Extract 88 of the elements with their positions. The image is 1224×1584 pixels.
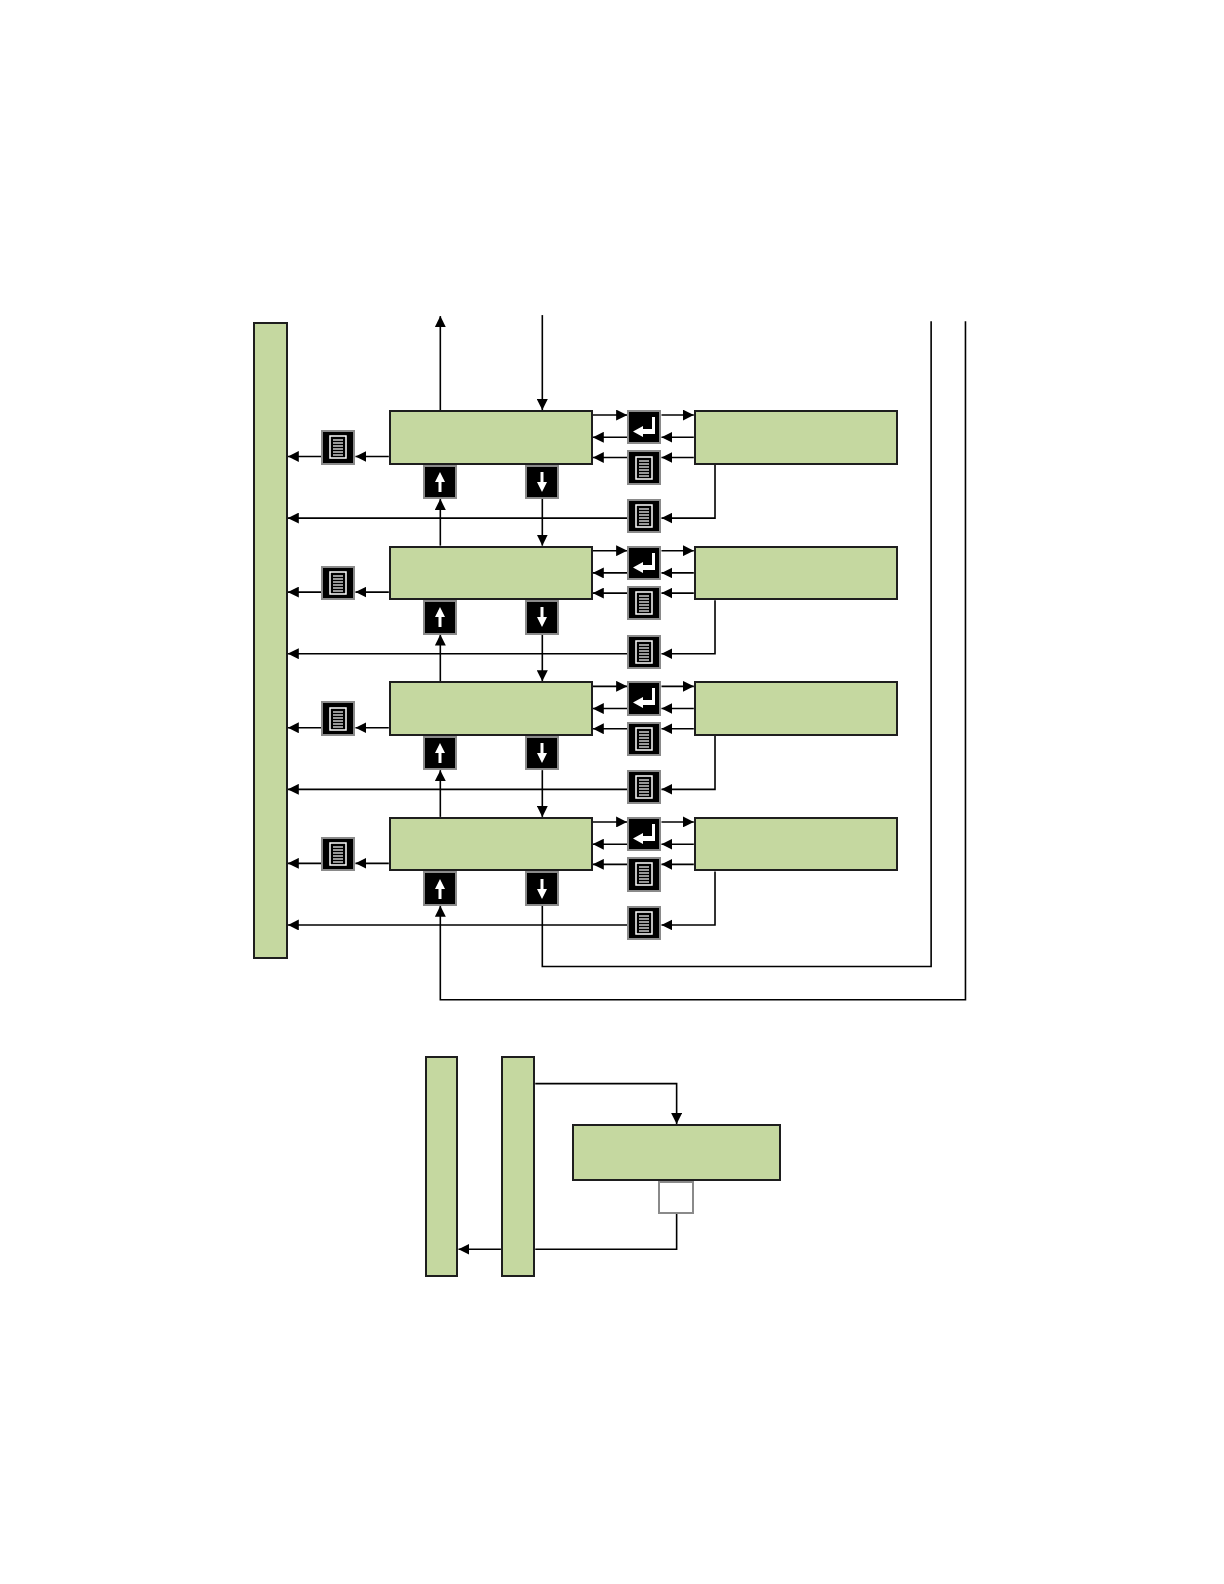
- screen-box: [693, 545, 898, 601]
- screen-box: [388, 410, 593, 465]
- arrow: [660, 703, 695, 715]
- key-button: [627, 721, 662, 756]
- arrow: [536, 498, 548, 547]
- arrow: [457, 1243, 502, 1255]
- key-button: [321, 430, 356, 465]
- menu-bar: [253, 322, 288, 960]
- arrow: [660, 545, 695, 557]
- arrow: [354, 451, 390, 462]
- arrow: [592, 431, 628, 443]
- arrow: [287, 857, 322, 869]
- arrow: [660, 567, 695, 579]
- key-button: [627, 586, 662, 621]
- key-button: [423, 871, 458, 906]
- arrow: [660, 870, 716, 931]
- screen-box: [388, 545, 593, 601]
- key-button: [627, 545, 662, 580]
- arrow: [592, 587, 628, 599]
- key-button: [627, 450, 662, 485]
- arrow: [660, 735, 716, 795]
- arrow: [536, 769, 548, 818]
- key-button: [627, 905, 662, 941]
- arrow: [592, 545, 628, 557]
- arrow: [660, 431, 695, 443]
- blank-key: [658, 1180, 694, 1214]
- screen-box: [571, 1124, 781, 1181]
- arrow: [660, 409, 695, 421]
- screen-box: [388, 681, 593, 736]
- arrow: [592, 409, 628, 421]
- key-button: [525, 735, 560, 771]
- screen-box: [388, 816, 593, 872]
- arrow: [287, 648, 628, 660]
- arrow: [536, 633, 548, 683]
- arrow: [660, 858, 695, 870]
- key-button: [627, 770, 662, 805]
- arrow: [592, 723, 628, 735]
- arrow: [354, 722, 390, 734]
- arrow: [287, 586, 322, 598]
- key-button: [627, 634, 662, 669]
- arrow: [592, 816, 628, 828]
- arrow: [660, 587, 695, 599]
- arrow: [536, 314, 548, 411]
- arrow: [287, 919, 628, 931]
- key-button: [321, 565, 356, 601]
- arrow: [287, 783, 628, 795]
- arrow: [660, 680, 695, 692]
- key-button: [423, 600, 458, 635]
- screen-box: [693, 681, 898, 736]
- arrow: [287, 722, 322, 734]
- arrow: [592, 703, 628, 715]
- arrow: [660, 723, 695, 735]
- arrow: [434, 315, 446, 411]
- arrow: [354, 586, 390, 598]
- arrow: [660, 816, 695, 828]
- arrow: [592, 567, 628, 579]
- arrow: [660, 838, 695, 850]
- menu-bar: [425, 1056, 459, 1277]
- key-button: [525, 464, 560, 499]
- arrow: [534, 1082, 683, 1125]
- key-button: [627, 681, 662, 716]
- arrow: [592, 858, 628, 870]
- arrow: [592, 680, 628, 692]
- arrow: [287, 451, 322, 462]
- key-button: [525, 600, 560, 635]
- key-button: [525, 871, 560, 906]
- key-button: [627, 857, 662, 892]
- key-button: [627, 498, 662, 534]
- arrow: [592, 452, 628, 463]
- key-button: [423, 735, 458, 771]
- key-button: [423, 464, 458, 499]
- screen-box: [693, 816, 898, 872]
- screen-box: [693, 410, 898, 465]
- arrow: [287, 512, 628, 524]
- arrow: [434, 498, 446, 547]
- key-button: [321, 701, 356, 736]
- arrow: [660, 599, 716, 660]
- key-button: [321, 837, 356, 872]
- arrow: [434, 633, 446, 683]
- menu-bar: [500, 1056, 536, 1277]
- key-button: [627, 410, 662, 445]
- arrow: [592, 838, 628, 850]
- arrow: [660, 463, 716, 524]
- arrow: [434, 320, 967, 1001]
- key-button: [627, 816, 662, 852]
- arrow: [434, 769, 446, 818]
- arrow: [354, 857, 390, 869]
- arrow: [660, 452, 695, 463]
